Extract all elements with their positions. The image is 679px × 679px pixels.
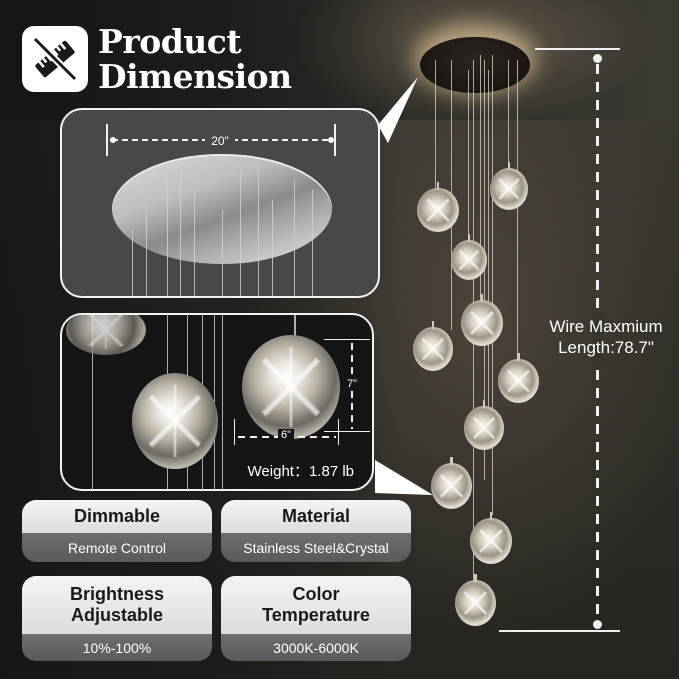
canopy-callout-panel: 20"	[60, 108, 380, 298]
page-title: Product Dimension	[98, 24, 292, 94]
height-label: 7"	[345, 377, 360, 391]
wire-label-line-1: Wire Maxmium	[549, 317, 663, 336]
chandelier-canopy	[420, 37, 530, 93]
feature-card-color-temperature: Color Temperature 3000K-6000K	[221, 576, 411, 661]
title-line-2: Dimension	[98, 57, 292, 96]
pendant-crystal-partial	[66, 315, 146, 355]
feature-value: Stainless Steel&Crystal	[221, 533, 411, 562]
label-gap	[592, 312, 604, 368]
wire-length-label: Wire Maxmium Length:78.7"	[536, 316, 676, 358]
wire-label-line-2: Length:78.7"	[558, 338, 654, 357]
callout-pointer-top	[378, 77, 418, 143]
feature-title: Brightness Adjustable	[22, 576, 212, 634]
pendant-crystal-side	[132, 373, 218, 469]
feature-card-material: Material Stainless Steel&Crystal	[221, 500, 411, 562]
feature-title: Color Temperature	[221, 576, 411, 634]
width-label: 6"	[278, 429, 295, 441]
measure-top-line	[535, 48, 620, 50]
pendant-callout-panel: 7" 6" Weight：1.87 lb	[60, 313, 374, 491]
measure-bottom-line	[499, 630, 620, 632]
feature-card-brightness: Brightness Adjustable 10%-100%	[22, 576, 212, 661]
feature-value: 10%-100%	[22, 634, 212, 661]
feature-value: 3000K-6000K	[221, 634, 411, 661]
weight-label: Weight：1.87 lb	[247, 463, 354, 480]
diameter-label: 20"	[205, 134, 235, 148]
header: Product Dimension	[22, 24, 292, 94]
ruler-crossed-icon	[22, 26, 88, 92]
feature-value: Remote Control	[22, 533, 212, 562]
callout-pointer-bottom	[375, 460, 433, 495]
pendant-crystal-front	[242, 335, 340, 439]
measure-top-dot	[593, 54, 602, 63]
feature-card-dimmable: Dimmable Remote Control	[22, 500, 212, 562]
measure-bottom-dot	[593, 620, 602, 629]
feature-title: Dimmable	[22, 500, 212, 533]
title-line-1: Product	[98, 22, 242, 61]
feature-title: Material	[221, 500, 411, 533]
